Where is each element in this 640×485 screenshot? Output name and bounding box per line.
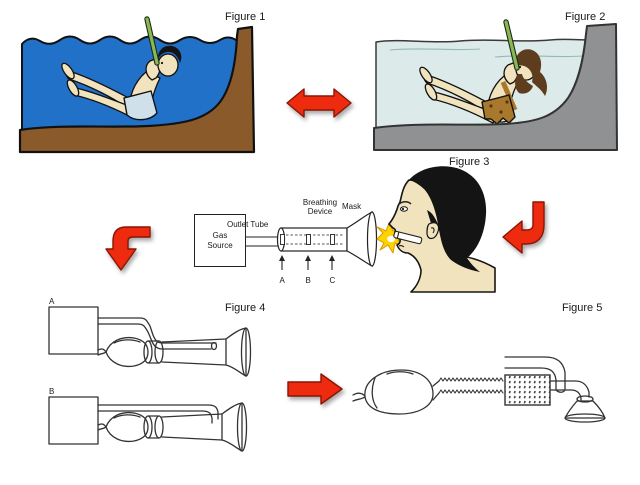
- figure4-label: Figure 4: [225, 302, 266, 314]
- beard: [515, 74, 533, 94]
- valve-marker-b: [306, 234, 311, 245]
- mask-funnel: [564, 400, 606, 423]
- smoker-head: [388, 166, 496, 293]
- hair: [409, 166, 487, 272]
- breathing-device-cylinder: [280, 227, 348, 252]
- outlet-tube-label: Outlet Tube: [227, 220, 269, 229]
- outer-tube-b: [161, 413, 223, 418]
- marker-arrow-a: A: [279, 255, 286, 285]
- bag-reservoir: [352, 369, 440, 415]
- figure4-schematics: A B: [48, 297, 252, 452]
- caveman-figure: [419, 19, 548, 125]
- mask-label: Mask: [342, 202, 362, 211]
- outer-tube-a: [161, 338, 227, 343]
- gas-box-a: [48, 306, 99, 355]
- figure1-label: Figure 1: [225, 11, 266, 23]
- mask-limb-tube: [549, 380, 594, 403]
- double-arrow-icon: [286, 88, 352, 118]
- figure2-label: Figure 2: [565, 11, 606, 23]
- shorts: [123, 90, 158, 121]
- nozzle-a: [210, 341, 218, 351]
- valve-marker-a: [280, 234, 285, 245]
- corrugated-tube: [438, 377, 504, 394]
- cigarette: [393, 230, 423, 245]
- inner-tube-b: [97, 404, 219, 420]
- swimmer-figure: [61, 16, 182, 121]
- marker-arrow-b: B: [305, 255, 311, 285]
- seabed-shape: [18, 25, 256, 154]
- schematic-b: B: [48, 387, 248, 452]
- marker-label-b: B: [306, 276, 311, 285]
- gas-box-b: [48, 396, 99, 445]
- marker-label-a: A: [280, 276, 286, 285]
- gas-source-box: Gas Source: [194, 214, 246, 267]
- variant-b-label: B: [49, 387, 54, 396]
- figure3-label: Figure 3: [449, 156, 490, 168]
- bank-shape: [373, 23, 618, 151]
- bag-b: [105, 411, 149, 443]
- breathing-device-schematic: A B C: [246, 211, 405, 285]
- expiratory-tube: [504, 356, 566, 393]
- curved-arrow-left-icon: [502, 201, 545, 254]
- variant-a-label: A: [49, 297, 55, 306]
- breathing-device-label: Breathing Device: [302, 198, 338, 217]
- ear: [426, 222, 440, 240]
- hair: [157, 45, 182, 63]
- curved-arrow-down-icon: [105, 226, 151, 271]
- figure1-illustration: [18, 16, 256, 154]
- figure5-device: [287, 356, 606, 423]
- figure5-label: Figure 5: [562, 302, 603, 314]
- gas-source-label: Gas Source: [207, 230, 233, 250]
- filter-box: [504, 374, 551, 406]
- marker-arrow-c: C: [329, 255, 336, 285]
- right-arrow-icon: [287, 373, 343, 405]
- bag-a: [105, 336, 149, 368]
- hair: [514, 49, 548, 96]
- inner-tube-a: [97, 317, 217, 344]
- marker-label-c: C: [330, 276, 336, 285]
- valve-marker-c: [330, 234, 335, 245]
- schematic-a: A: [48, 297, 252, 377]
- figure2-illustration: [373, 19, 618, 151]
